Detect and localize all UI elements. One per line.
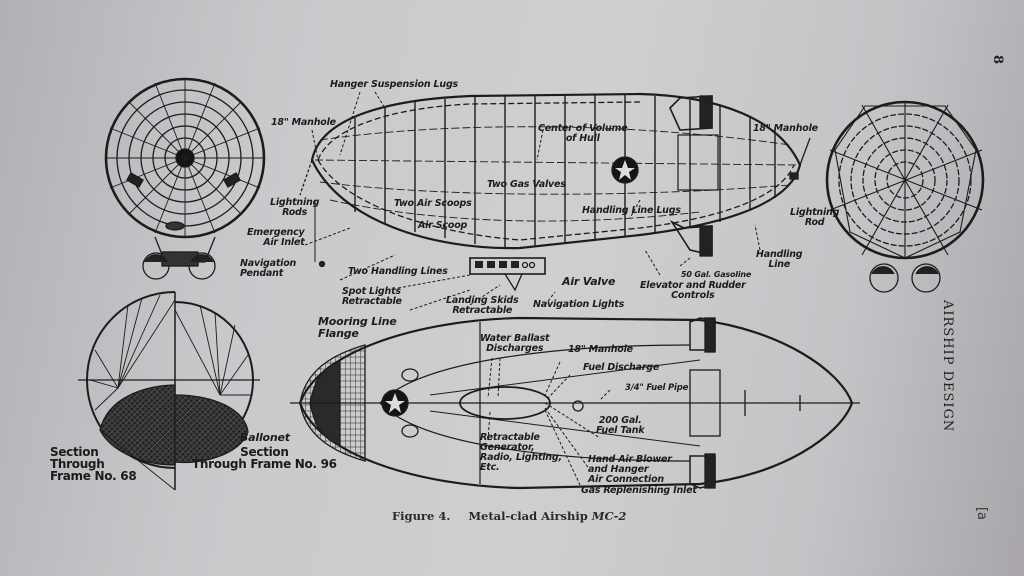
label-navigation-pendant: Navigation Pendant xyxy=(240,258,297,279)
label-retractable-generator: Retractable Generator, Radio, Lighting, … xyxy=(480,432,562,473)
figure-number: Figure 4. xyxy=(392,509,451,523)
label-navigation-lights: Navigation Lights xyxy=(533,299,625,310)
handwritten-note: [a xyxy=(974,506,990,521)
label-landing-skids: Landing Skids Retractable xyxy=(446,295,519,316)
label-mooring-line-flange: Mooring Line Flange xyxy=(318,315,397,340)
label-emergency-air-inlet: Emergency Air Inlet xyxy=(247,227,305,248)
label-gas-replenishing-inlet: Gas Replenishing Inlet xyxy=(581,485,697,496)
label-water-ballast: Water Ballast Discharges xyxy=(480,333,550,354)
label-center-of-volume: Center of Volume of Hull xyxy=(538,123,628,144)
figure-caption: Figure 4. Metal-clad Airship MC-2 xyxy=(392,509,626,523)
label-lightning-rod: Lightning Rod xyxy=(790,207,840,228)
label-handling-line: Handling Line xyxy=(756,249,803,270)
cross-sections xyxy=(78,291,260,491)
label-section-frame-96: Section Through Frame No. 96 xyxy=(192,445,337,471)
label-bow-manhole: 18" Manhole xyxy=(271,117,336,128)
rear-view xyxy=(825,100,985,293)
label-ballonet: Ballonet xyxy=(240,431,290,444)
label-gasoline: 50 Gal. Gasoline xyxy=(681,270,752,279)
figure-title: Metal-clad Airship xyxy=(468,509,588,523)
label-handling-line-lugs: Handling Line Lugs xyxy=(582,205,681,216)
label-hanger-suspension-lugs: Hanger Suspension Lugs xyxy=(330,79,459,90)
label-two-handling-lines: Two Handling Lines xyxy=(348,266,448,277)
label-section-frame-68: Section Through Frame No. 68 xyxy=(50,445,137,483)
plan-view xyxy=(290,316,860,490)
label-elevator-rudder-controls: Elevator and Rudder Controls xyxy=(640,280,746,301)
label-hand-air-blower: Hand Air Blower and Hanger Air Connectio… xyxy=(588,454,672,485)
figure-title-model: MC-2 xyxy=(591,509,627,523)
label-two-air-scoops: Two Air Scoops xyxy=(394,198,472,209)
side-view xyxy=(299,91,811,311)
label-fuel-discharge: Fuel Discharge xyxy=(583,362,660,373)
running-head: AIRSHIP DESIGN xyxy=(940,300,955,433)
label-air-valve: Air Valve xyxy=(562,275,616,288)
label-lightning-rods: Lightning Rods xyxy=(270,197,320,218)
front-view xyxy=(104,77,266,280)
label-plan-manhole: 18" Manhole xyxy=(568,344,633,355)
label-fuel-tank: 200 Gal. Fuel Tank xyxy=(596,415,645,436)
label-stern-manhole: 18" Manhole xyxy=(753,123,818,134)
label-spot-lights: Spot Lights Retractable xyxy=(342,286,402,307)
label-two-gas-valves: Two Gas Valves xyxy=(487,179,566,190)
label-fuel-pipe: 3/4" Fuel Pipe xyxy=(625,383,689,393)
label-air-scoop: Air Scoop xyxy=(418,220,468,231)
page-number: 8 xyxy=(990,54,1006,65)
